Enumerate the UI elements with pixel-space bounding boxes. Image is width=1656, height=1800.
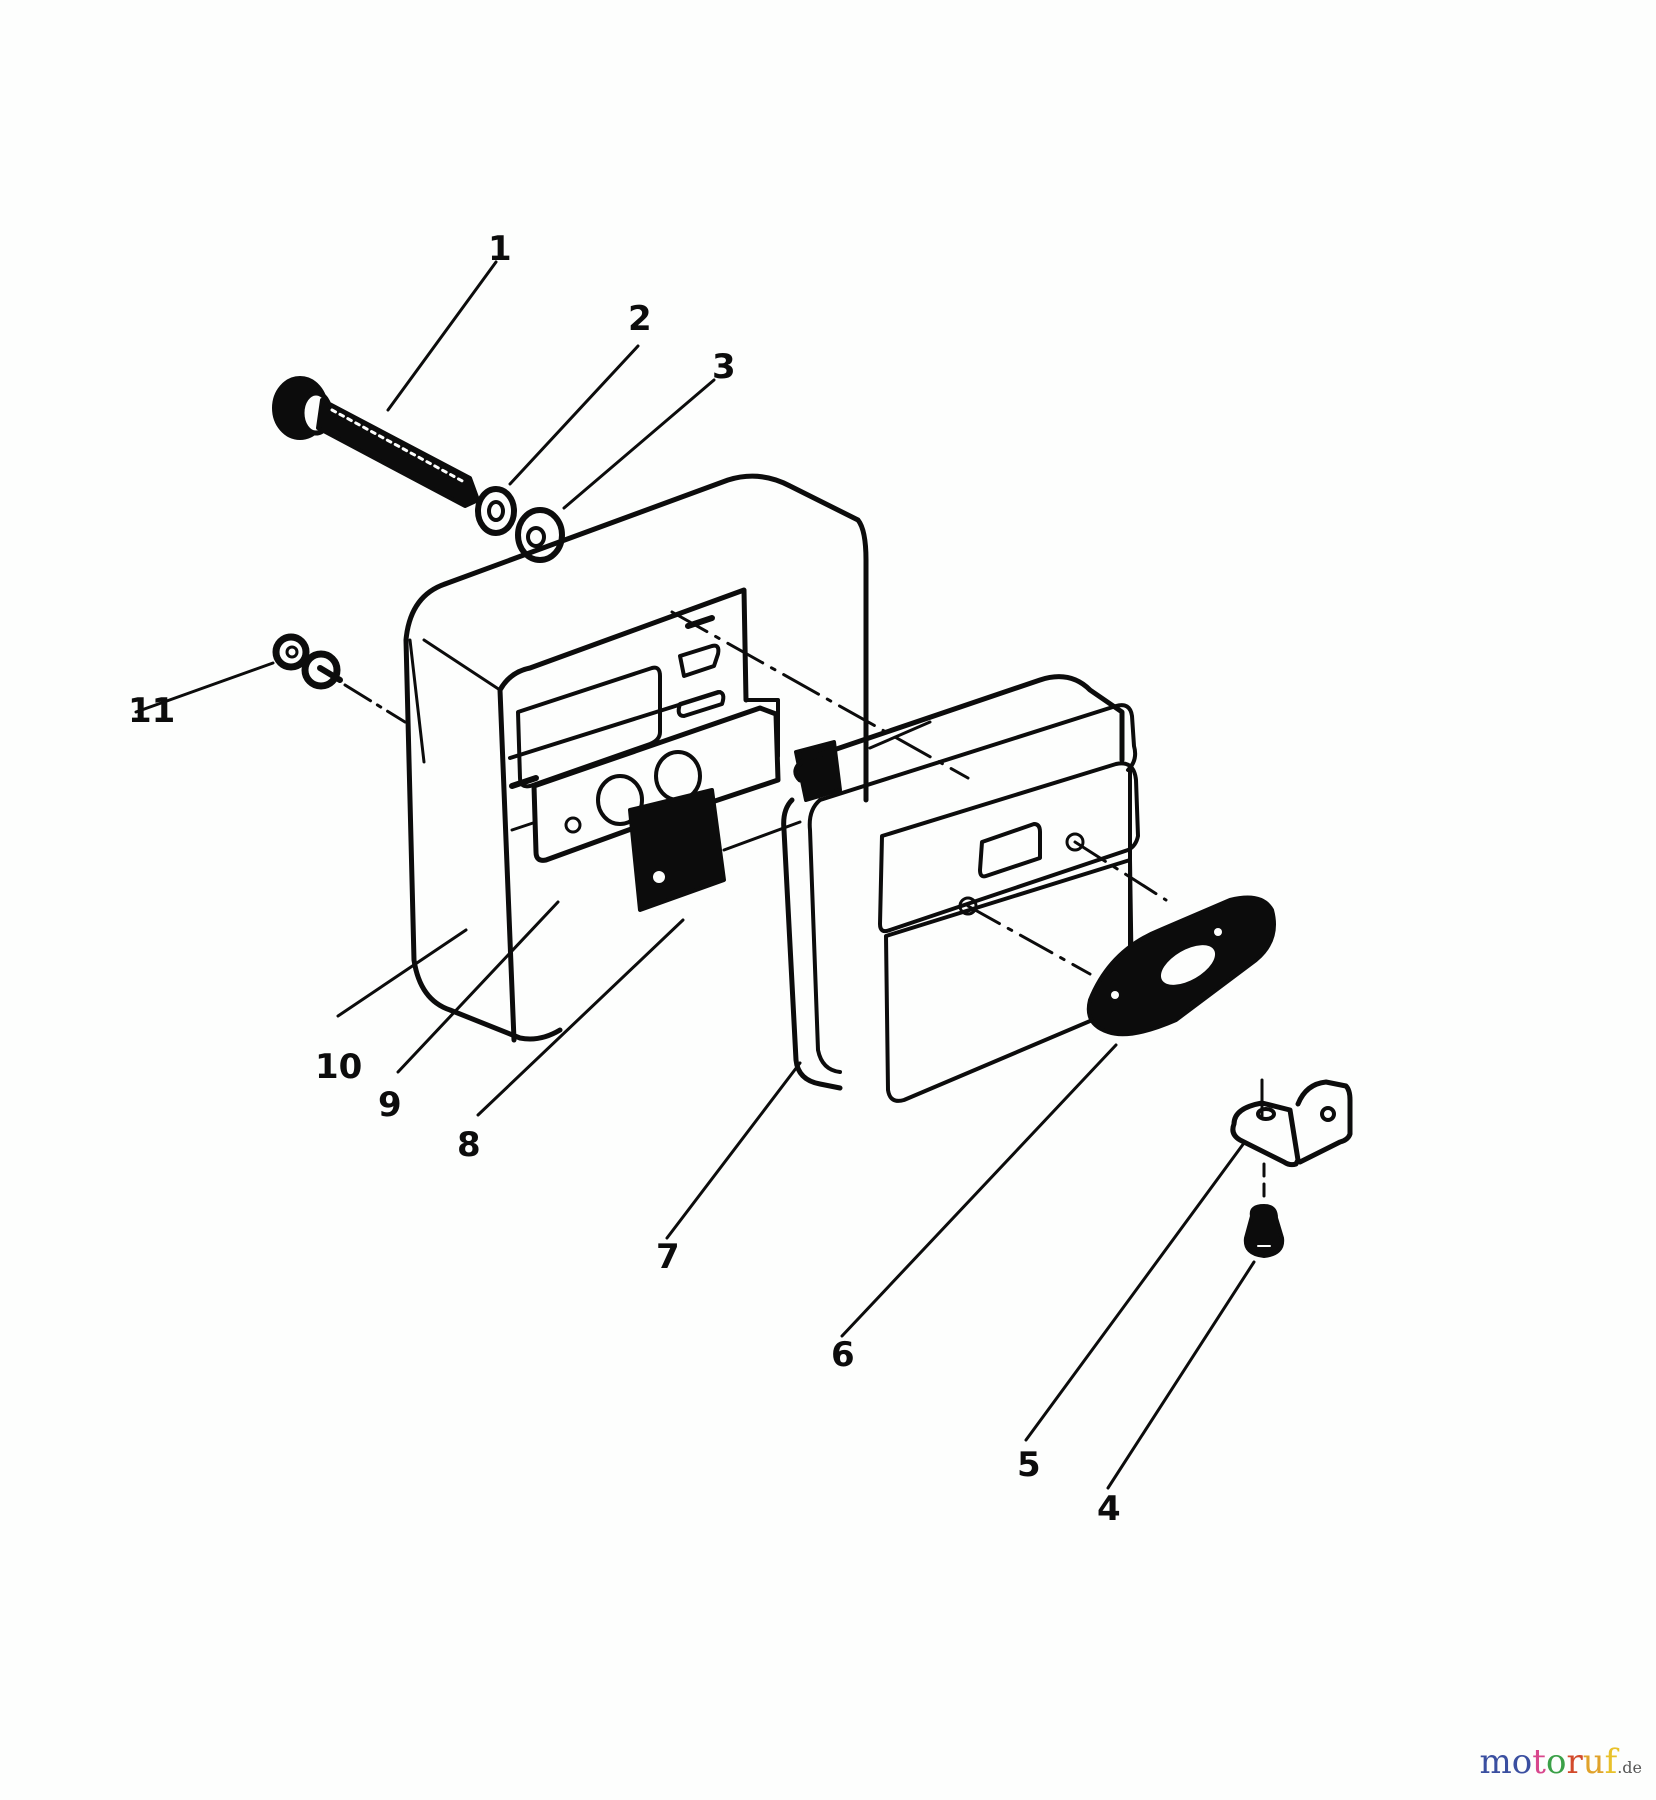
callout-2: 2 [628, 299, 652, 339]
callout-8: 8 [457, 1125, 481, 1165]
leader-lines [134, 260, 1256, 1490]
callout-7: 7 [656, 1237, 680, 1277]
watermark-letter: f [1604, 1742, 1618, 1782]
callout-4: 4 [1097, 1489, 1121, 1529]
nut-washer-part [272, 633, 343, 690]
callout-6: 6 [831, 1335, 855, 1375]
callout-3: 3 [712, 347, 736, 387]
watermark-letter: r [1566, 1742, 1583, 1782]
bracket-part [1230, 1078, 1353, 1202]
watermark-letter: t [1532, 1742, 1546, 1782]
screw-part [1243, 1204, 1285, 1258]
assembly-line [343, 683, 407, 724]
watermark-letter: m [1479, 1742, 1512, 1782]
assembly-line [1073, 840, 1168, 902]
muffler-body-part [781, 674, 1140, 1103]
cap-screw-part [272, 376, 480, 508]
watermark-tld: .de [1617, 1758, 1642, 1777]
callout-5: 5 [1017, 1445, 1041, 1485]
callout-10: 10 [315, 1047, 363, 1087]
callout-9: 9 [378, 1085, 402, 1125]
watermark-logo: motoruf.de [1480, 1742, 1642, 1782]
muffler-plate-part [509, 705, 781, 863]
callout-11: 11 [128, 691, 176, 731]
watermark-letter: o [1545, 1742, 1567, 1782]
watermark-letter: u [1582, 1742, 1605, 1782]
watermark-letter: o [1511, 1742, 1533, 1782]
callout-1: 1 [488, 229, 512, 269]
washer-parts [475, 486, 565, 563]
gasket-part [1086, 895, 1276, 1037]
assembly-line [670, 610, 970, 780]
assembly-line [966, 904, 1092, 976]
